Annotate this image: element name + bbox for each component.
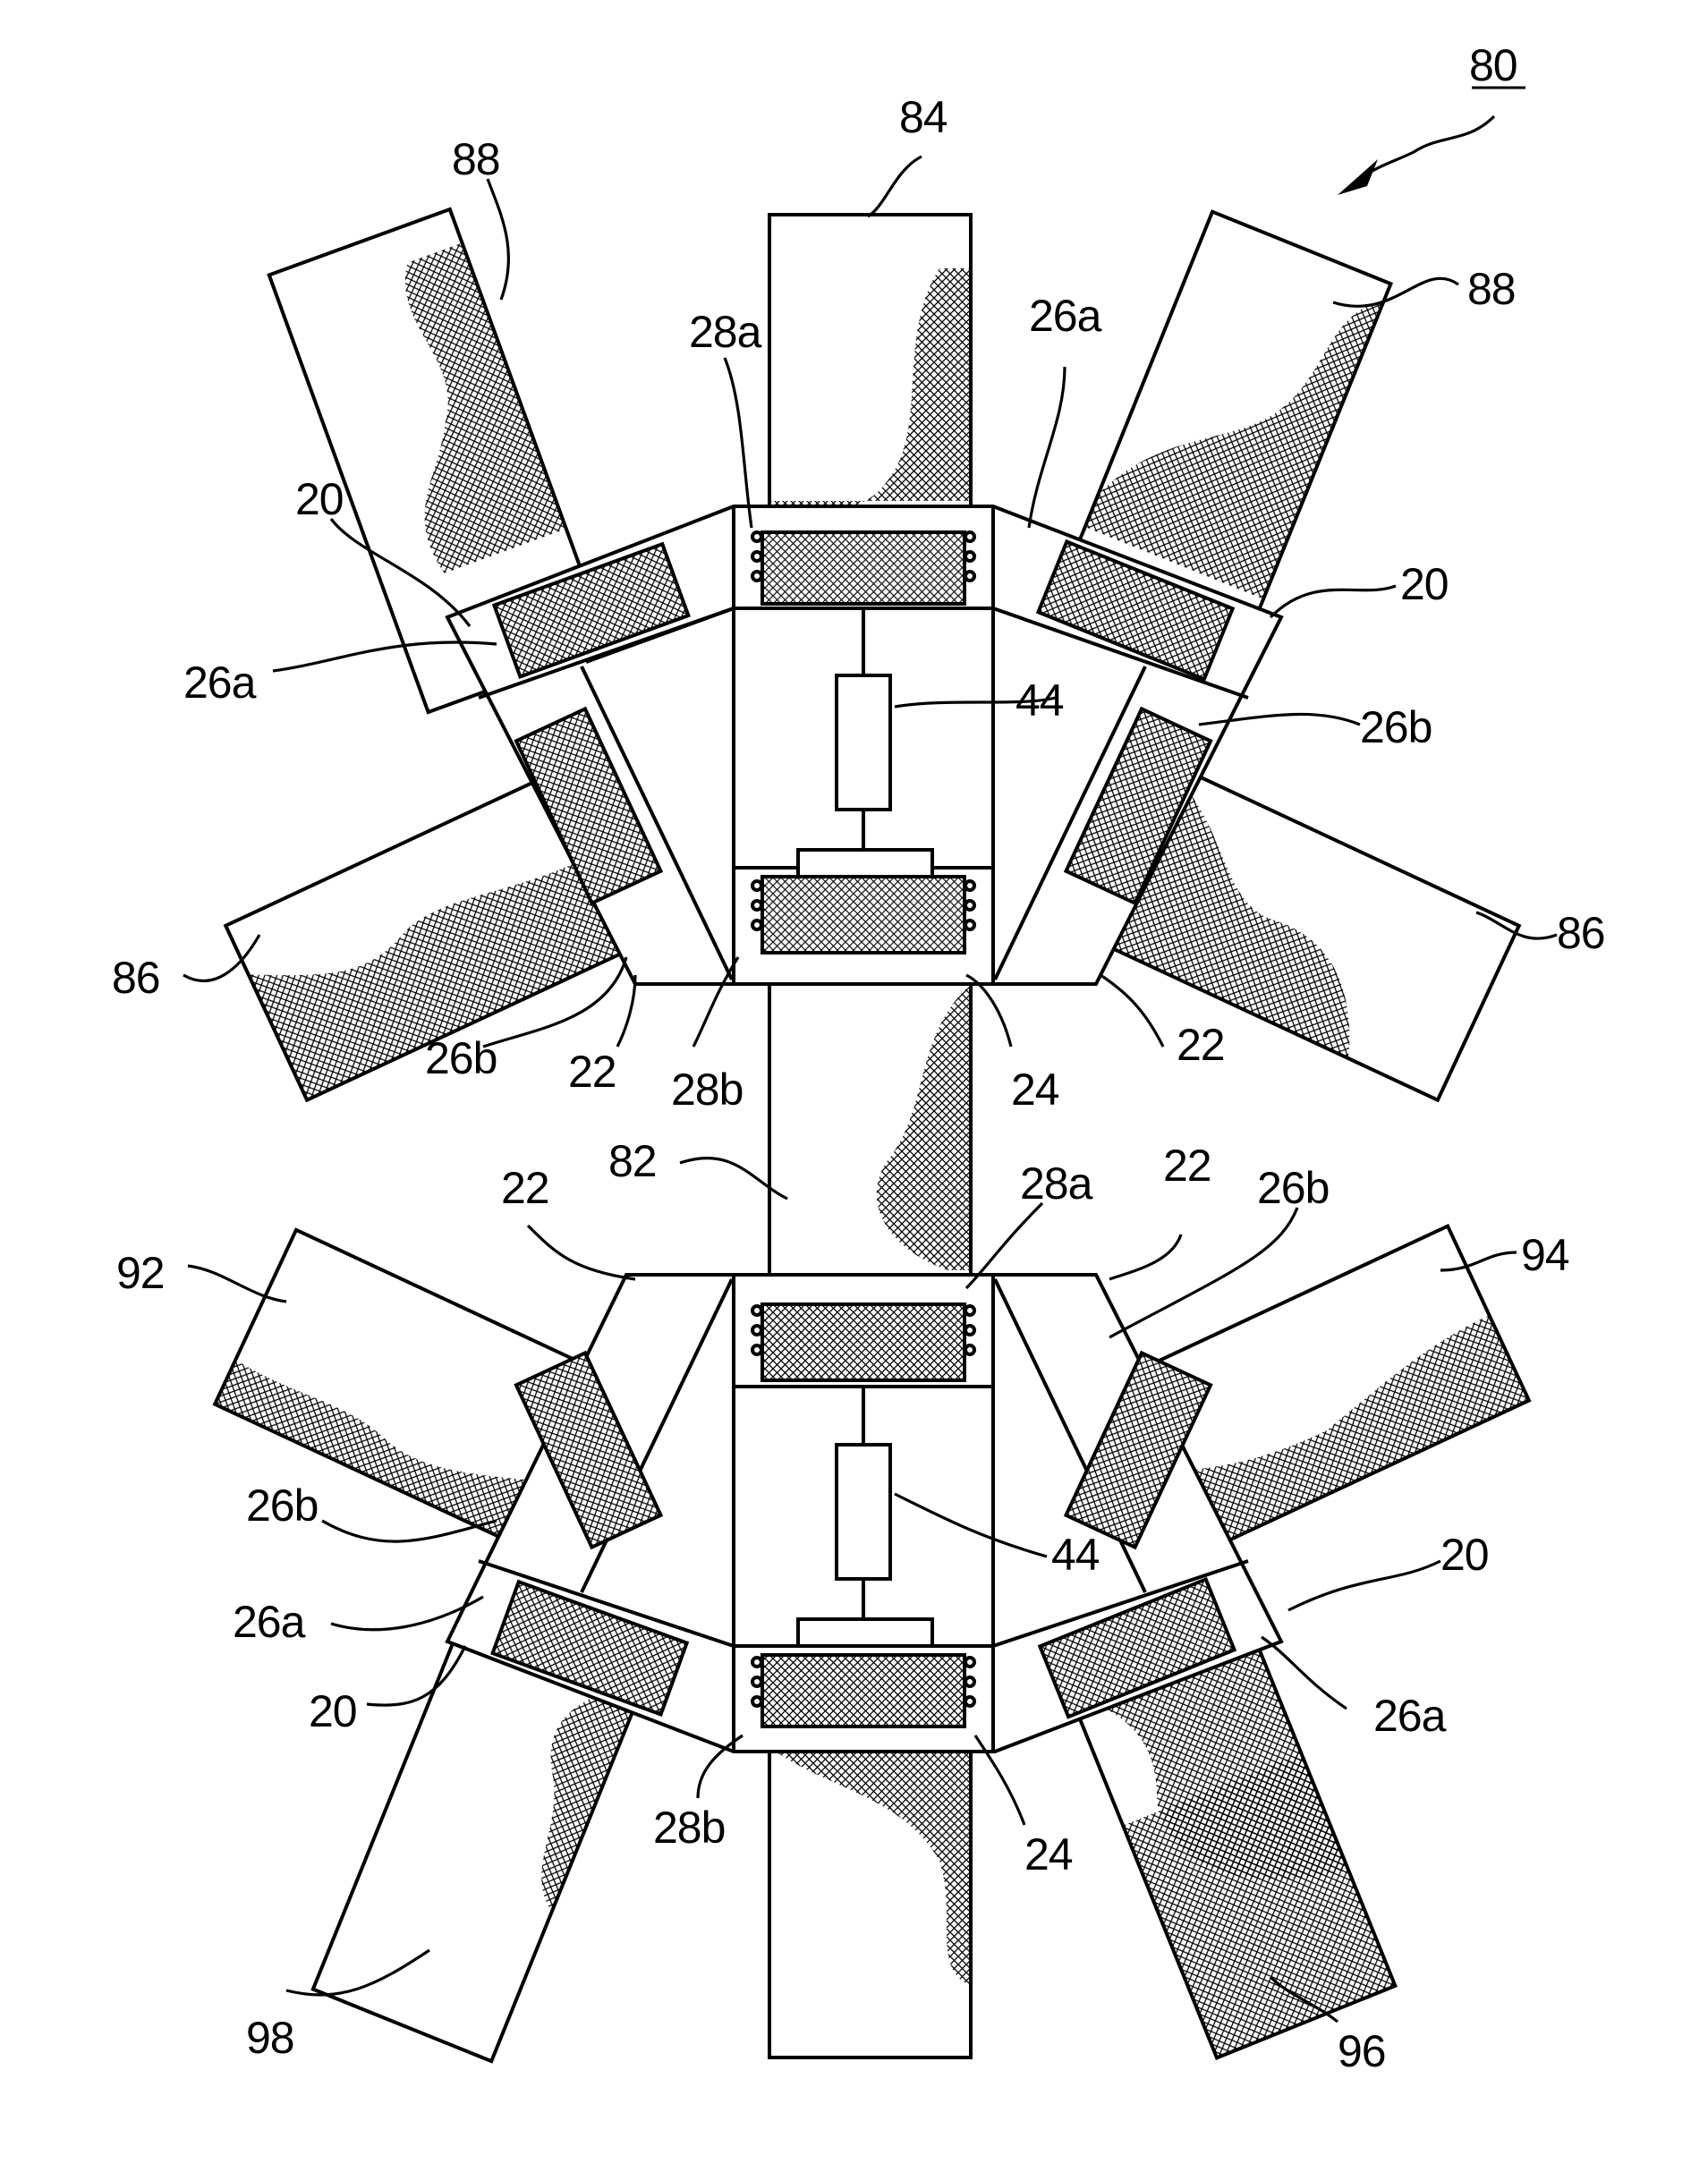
label-26a-top-right: 26a xyxy=(1029,291,1102,341)
label-96: 96 xyxy=(1338,2026,1386,2076)
label-44-top: 44 xyxy=(1015,675,1064,725)
label-80: 80 xyxy=(1469,40,1517,90)
label-22-top-right: 22 xyxy=(1177,1020,1225,1070)
label-92: 92 xyxy=(116,1248,165,1298)
label-22-top-left: 22 xyxy=(568,1047,616,1097)
label-94: 94 xyxy=(1521,1230,1569,1280)
label-88-right: 88 xyxy=(1467,264,1516,314)
label-84: 84 xyxy=(899,92,947,142)
label-26a-top-left: 26a xyxy=(183,658,257,708)
label-26b-top-left: 26b xyxy=(425,1033,497,1083)
label-28a-top: 28a xyxy=(689,307,762,357)
lower-buckle-assembly xyxy=(447,1275,1281,1752)
label-22-bottom-right: 22 xyxy=(1163,1141,1211,1191)
vertical-strap xyxy=(769,215,971,2057)
label-20-top-left: 20 xyxy=(295,474,344,524)
label-26a-bottom-right: 26a xyxy=(1373,1691,1447,1741)
label-28a-bottom: 28a xyxy=(1020,1158,1093,1209)
label-20-bottom-right: 20 xyxy=(1440,1530,1489,1580)
label-44-bottom: 44 xyxy=(1051,1530,1100,1580)
label-88-left: 88 xyxy=(452,134,500,184)
label-98: 98 xyxy=(246,2013,294,2063)
label-22-bottom-left: 22 xyxy=(501,1163,549,1213)
label-20-bottom-left: 20 xyxy=(309,1686,357,1736)
label-86-left: 86 xyxy=(112,953,160,1003)
label-26a-bottom-left: 26a xyxy=(233,1597,306,1647)
label-86-right: 86 xyxy=(1557,908,1605,958)
label-20-top-right: 20 xyxy=(1400,559,1449,609)
reference-arrow-80 xyxy=(1338,88,1525,195)
label-82: 82 xyxy=(608,1136,657,1186)
label-28b-bottom: 28b xyxy=(653,1803,725,1853)
label-24-bottom: 24 xyxy=(1024,1829,1073,1879)
label-26b-bottom-right: 26b xyxy=(1257,1163,1329,1213)
label-24-top: 24 xyxy=(1011,1065,1059,1115)
label-26b-bottom-left: 26b xyxy=(246,1481,318,1531)
label-28b-top: 28b xyxy=(671,1065,743,1115)
label-26b-top-right: 26b xyxy=(1360,702,1432,752)
